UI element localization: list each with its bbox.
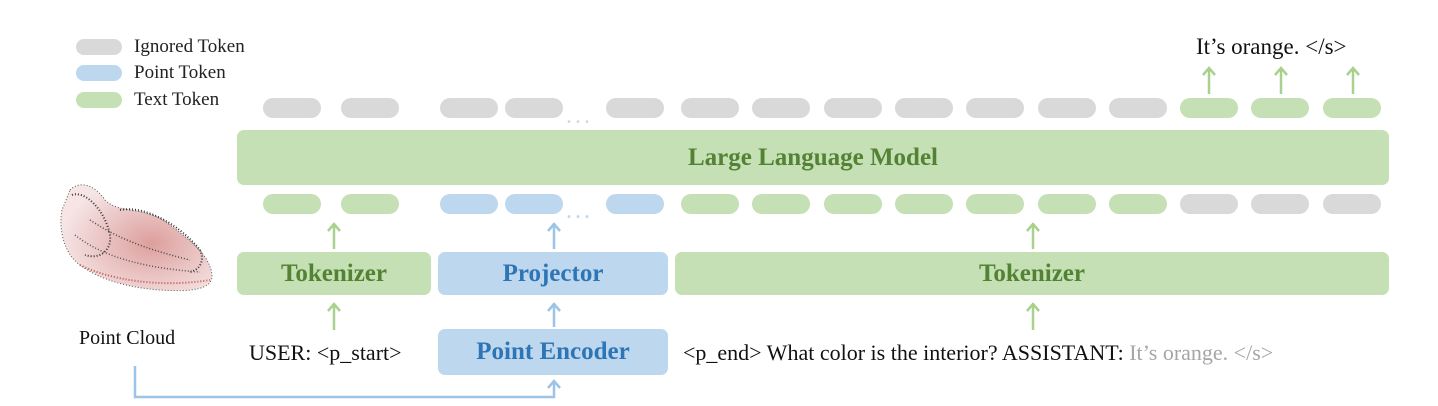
top-token-text [1251,98,1309,118]
bottom-token-ignored [1180,194,1238,214]
tokenizer-left-box: Tokenizer [237,252,431,295]
blue-arrows [133,222,561,399]
bottom-token-text [895,194,953,214]
input-question: <p_end> What color is the interior? ASSI… [683,340,1273,366]
input-user-prefix: USER: <p_start> [249,340,402,365]
top-token-ignored [263,98,321,118]
bottom-token-text [1109,194,1167,214]
llm-box: Large Language Model [237,130,1389,185]
tokenizer-left-label: Tokenizer [280,259,388,287]
bottom-token-ignored [1323,194,1381,214]
legend-text: Text Token [76,89,220,110]
projector-box: Projector [438,252,668,295]
legend-ignored: Ignored Token [76,36,245,57]
bottom-ellipsis: ... [566,198,593,224]
point-encoder-box: Point Encoder [438,329,668,375]
bottom-token-text [681,194,739,214]
bottom-token-text [752,194,810,214]
top-token-text [1180,98,1238,118]
tokenizer-right-box: Tokenizer [675,252,1389,295]
tokenizer-right-label: Tokenizer [978,259,1086,287]
legend-label-text: Text Token [134,89,220,110]
legend-swatch-ignored [76,39,122,55]
output-text: It’s orange. </s> [1196,34,1347,59]
arrow-up-icon [1202,66,1216,94]
bottom-token-point [505,194,563,214]
bottom-token-point [440,194,498,214]
arrow-up-icon [1026,222,1040,249]
arrow-up-icon [1274,66,1288,94]
top-token-ignored [440,98,498,118]
top-token-text [1323,98,1381,118]
bottom-token-text [263,194,321,214]
green-arrows [327,66,1360,330]
top-token-ignored [505,98,563,118]
arrow-up-icon [1026,302,1040,330]
point-encoder-label: Point Encoder [476,338,630,365]
llm-label: Large Language Model [688,143,938,171]
bottom-token-text [1038,194,1096,214]
arrow-up-icon [1346,66,1360,94]
arrow-up-icon [547,222,561,249]
top-ellipsis: ... [566,103,593,129]
point-cloud-to-encoder-arrow [133,366,561,399]
legend-swatch-point [76,65,122,81]
top-token-ignored [681,98,739,118]
legend-swatch-text [76,92,122,108]
top-token-ignored [1038,98,1096,118]
top-token-ignored [341,98,399,118]
point-cloud-icon [60,184,213,292]
bottom-token-text [966,194,1024,214]
point-cloud-label: Point Cloud [79,327,176,349]
top-token-ignored [752,98,810,118]
top-token-ignored [966,98,1024,118]
bottom-token-text [824,194,882,214]
top-token-ignored [606,98,664,118]
input-question-text: <p_end> What color is the interior? ASSI… [683,340,1124,365]
projector-label: Projector [502,259,604,287]
arrow-up-icon [327,222,341,249]
top-token-ignored [824,98,882,118]
arrow-up-icon [547,302,561,327]
bottom-token-ignored [1251,194,1309,214]
arrow-up-icon [327,302,341,330]
bottom-token-text [341,194,399,214]
input-answer-text: It’s orange. </s> [1129,340,1274,365]
legend-label-ignored: Ignored Token [134,36,245,57]
legend-point: Point Token [76,62,226,83]
top-token-ignored [1109,98,1167,118]
bottom-token-point [606,194,664,214]
legend-label-point: Point Token [134,62,226,83]
top-token-ignored [895,98,953,118]
